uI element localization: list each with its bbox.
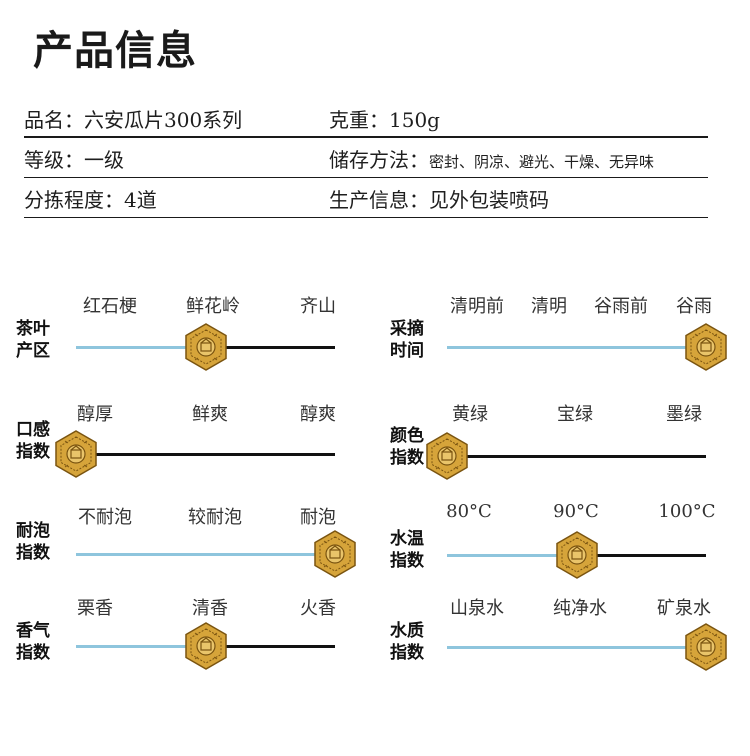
scale-label-line2: 时间 bbox=[390, 341, 424, 361]
scale-label: 水质指数 bbox=[390, 620, 430, 664]
hexagon-seal-icon bbox=[555, 531, 599, 579]
info-value-sorting: 4道 bbox=[124, 188, 157, 212]
scale-option: 山泉水 bbox=[450, 598, 504, 619]
scale-track-filled bbox=[76, 553, 335, 556]
info-label-weight: 克重： bbox=[329, 108, 389, 132]
info-cell-grade: 等级：一级 bbox=[24, 138, 124, 178]
scale-option: 90°C bbox=[553, 501, 599, 522]
scale-label: 水温指数 bbox=[390, 528, 430, 572]
info-cell-weight: 克重：150g bbox=[329, 98, 440, 138]
scale-option: 清明 bbox=[531, 296, 567, 317]
info-label-production: 生产信息： bbox=[329, 188, 429, 212]
scale-track-filled bbox=[76, 346, 206, 349]
scale-option: 谷雨 bbox=[676, 296, 712, 317]
info-cell-production: 生产信息：见外包装喷码 bbox=[329, 178, 549, 218]
scale-option: 黄绿 bbox=[452, 404, 488, 425]
scale-label-line1: 茶叶 bbox=[16, 319, 50, 339]
scale-label: 香气指数 bbox=[16, 620, 56, 664]
scale-option: 较耐泡 bbox=[188, 507, 242, 528]
scale-option: 醇爽 bbox=[300, 404, 336, 425]
scale-label: 茶叶产区 bbox=[16, 318, 56, 362]
scale-option: 100°C bbox=[658, 501, 716, 522]
info-cell-sorting: 分拣程度：4道 bbox=[24, 178, 157, 218]
info-row-grade-storage: 等级：一级 储存方法：密封、阴凉、避光、干燥、无异味 bbox=[24, 138, 708, 178]
info-value-production: 见外包装喷码 bbox=[429, 188, 549, 212]
scale-option: 红石梗 bbox=[83, 296, 137, 317]
scale-option: 宝绿 bbox=[557, 404, 593, 425]
hexagon-seal-icon bbox=[684, 623, 728, 671]
info-row-sorting-production: 分拣程度：4道 生产信息：见外包装喷码 bbox=[24, 178, 708, 218]
scale-label-line2: 指数 bbox=[16, 643, 50, 663]
info-row-name-weight: 品名：六安瓜片300系列 克重：150g bbox=[24, 98, 708, 138]
info-value-name: 六安瓜片300系列 bbox=[84, 108, 243, 132]
scale-label-line1: 水温 bbox=[390, 529, 424, 549]
scale-label-line1: 香气 bbox=[16, 621, 50, 641]
scale-option: 纯净水 bbox=[553, 598, 607, 619]
hexagon-seal-icon bbox=[184, 323, 228, 371]
scale-option: 矿泉水 bbox=[657, 598, 711, 619]
scale-label-line2: 指数 bbox=[390, 643, 424, 663]
scale-option: 鲜花岭 bbox=[186, 296, 240, 317]
scale-label-line1: 采摘 bbox=[390, 319, 424, 339]
scale-track-rest bbox=[447, 455, 706, 458]
scale-option: 鲜爽 bbox=[192, 404, 228, 425]
scale-label: 采摘时间 bbox=[390, 318, 430, 362]
scale-label-line1: 耐泡 bbox=[16, 521, 50, 541]
scale-track-rest bbox=[576, 554, 706, 557]
scale-label-line2: 指数 bbox=[16, 543, 50, 563]
info-value-weight: 150g bbox=[389, 108, 440, 132]
info-cell-storage: 储存方法：密封、阴凉、避光、干燥、无异味 bbox=[329, 138, 654, 178]
scale-track-rest bbox=[76, 453, 335, 456]
scale-label: 口感指数 bbox=[16, 419, 56, 463]
hexagon-seal-icon bbox=[313, 530, 357, 578]
hexagon-seal-icon bbox=[54, 430, 98, 478]
scale-label: 颜色指数 bbox=[390, 425, 430, 469]
page-title: 产品信息 bbox=[33, 28, 197, 74]
scale-option: 清香 bbox=[192, 598, 228, 619]
scale-label-line1: 颜色 bbox=[390, 426, 424, 446]
product-info-table: 品名：六安瓜片300系列 克重：150g 等级：一级 储存方法：密封、阴凉、避光… bbox=[24, 98, 708, 218]
scale-option: 耐泡 bbox=[300, 507, 336, 528]
info-label-sorting: 分拣程度： bbox=[24, 188, 124, 212]
hexagon-seal-icon bbox=[684, 323, 728, 371]
scale-label-line2: 产区 bbox=[16, 341, 50, 361]
info-value-storage: 密封、阴凉、避光、干燥、无异味 bbox=[429, 153, 655, 171]
scale-option: 栗香 bbox=[77, 598, 113, 619]
scale-option: 谷雨前 bbox=[594, 296, 648, 317]
scale-label-line1: 口感 bbox=[16, 420, 50, 440]
scale-option: 齐山 bbox=[300, 296, 336, 317]
scale-label-line2: 指数 bbox=[390, 551, 424, 571]
scale-track-rest bbox=[205, 645, 335, 648]
scale-option: 不耐泡 bbox=[78, 507, 132, 528]
scale-label-line1: 水质 bbox=[390, 621, 424, 641]
scale-label: 耐泡指数 bbox=[16, 520, 56, 564]
info-value-grade: 一级 bbox=[84, 148, 124, 172]
scale-option: 80°C bbox=[446, 501, 492, 522]
scale-track-filled bbox=[447, 554, 577, 557]
hexagon-seal-icon bbox=[184, 622, 228, 670]
hexagon-seal-icon bbox=[425, 432, 469, 480]
info-label-grade: 等级： bbox=[24, 148, 84, 172]
scale-option: 墨绿 bbox=[666, 404, 702, 425]
scale-track-rest bbox=[205, 346, 335, 349]
scale-track-filled bbox=[447, 646, 706, 649]
scale-label-line2: 指数 bbox=[390, 448, 424, 468]
scale-label-line2: 指数 bbox=[16, 442, 50, 462]
scale-option: 清明前 bbox=[450, 296, 504, 317]
scale-track-filled bbox=[447, 346, 706, 349]
info-label-storage: 储存方法： bbox=[329, 148, 429, 172]
scale-option: 醇厚 bbox=[77, 404, 113, 425]
scale-track-filled bbox=[76, 645, 206, 648]
scale-option: 火香 bbox=[300, 598, 336, 619]
info-label-name: 品名： bbox=[24, 108, 84, 132]
info-cell-name: 品名：六安瓜片300系列 bbox=[24, 98, 242, 138]
